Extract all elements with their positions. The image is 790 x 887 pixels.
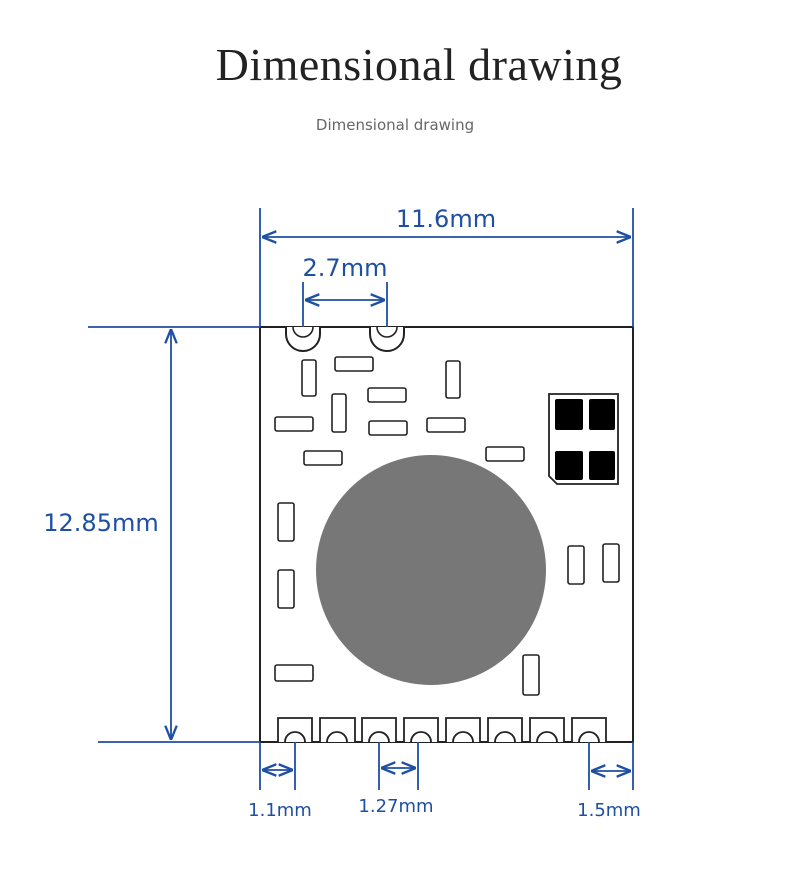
edge-right-label: 1.5mm <box>577 800 641 821</box>
pin-pitch-label: 1.27mm <box>358 796 433 817</box>
crystal-component <box>548 393 619 485</box>
width-label: 11.6mm <box>396 205 496 233</box>
page-title: Dimensional drawing <box>215 39 623 90</box>
smd-components <box>274 356 620 696</box>
pad-spacing-top-label: 2.7mm <box>303 254 388 282</box>
page-subtitle: Dimensional drawing <box>315 116 475 134</box>
height-label: 12.85mm <box>43 509 158 537</box>
main-chip-circle <box>316 455 546 685</box>
top-hole-inner <box>292 326 398 338</box>
dimension-lines <box>88 208 634 790</box>
edge-left-label: 1.1mm <box>248 800 312 821</box>
bottom-pad-holes <box>284 731 600 743</box>
